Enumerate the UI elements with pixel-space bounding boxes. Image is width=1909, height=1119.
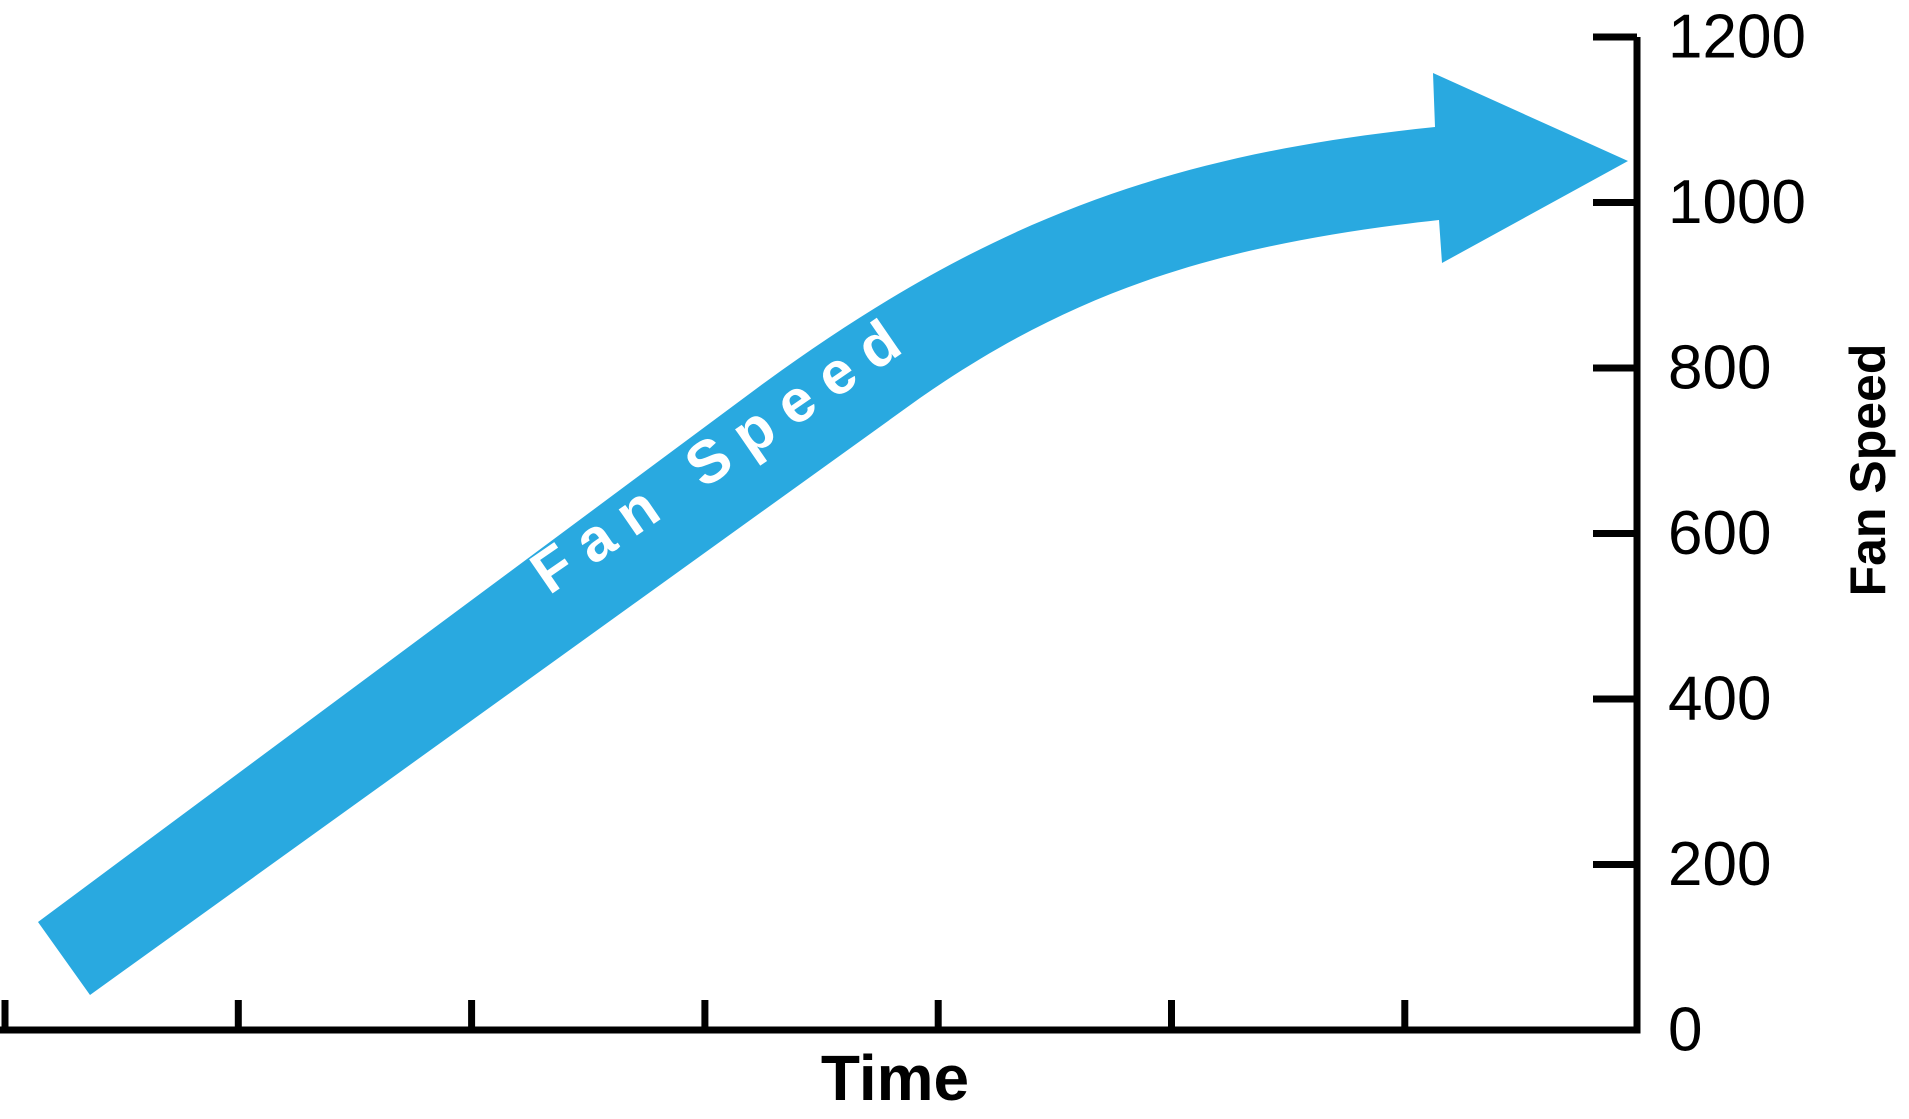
y-tick-label-800: 800: [1668, 334, 1771, 403]
fan-speed-arrow: [38, 73, 1628, 995]
arrow-label: Fan Speed: [519, 298, 926, 607]
y-tick-label-600: 600: [1668, 499, 1771, 568]
x-axis-title: Time: [821, 1042, 969, 1114]
y-tick-label-1000: 1000: [1668, 168, 1806, 237]
ticks-layer: 1200 1000 800 600 400 200 0: [1, 3, 1806, 1065]
y-tick-label-0: 0: [1668, 996, 1702, 1065]
y-axis-title: Fan Speed: [1840, 344, 1896, 597]
y-tick-label-1200: 1200: [1668, 3, 1806, 72]
y-tick-label-200: 200: [1668, 830, 1771, 899]
y-tick-label-400: 400: [1668, 665, 1771, 734]
